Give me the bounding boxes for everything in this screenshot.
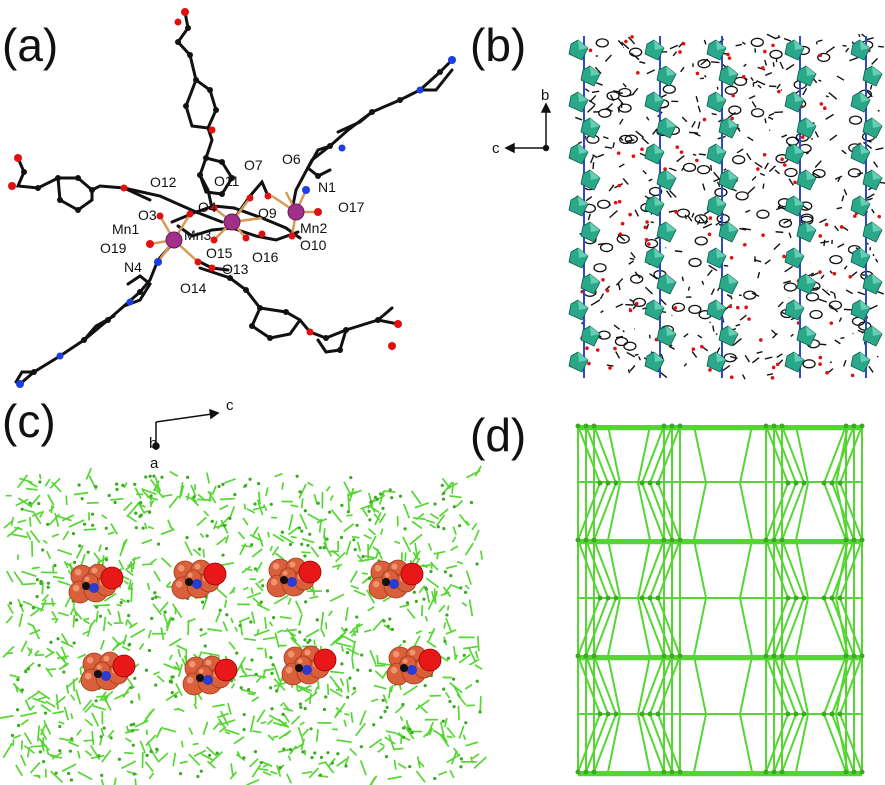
label-o11: O11 [214,173,240,189]
label-mn2: Mn2 [300,220,327,236]
carbon-atoms [21,25,443,375]
atom-labels: O12 O11 O7 O6 N1 O17 O9 O4 O3 Mn1 Mn3 Mn… [100,151,365,296]
label-o19: O19 [100,240,127,256]
label-mn3: Mn3 [184,227,211,243]
label-o4: O4 [198,199,217,215]
packing-lattice [568,33,885,380]
guest-molecules [68,557,442,696]
label-o17: O17 [338,199,365,215]
label-n1: N1 [318,179,336,195]
manganese-atoms [165,203,305,249]
label-o16: O16 [252,249,279,265]
label-o7: O7 [244,157,263,173]
panel-label-a: (a) [2,19,59,71]
label-mn1: Mn1 [112,221,139,237]
panel-label-c: (c) [2,395,56,447]
label-o3: O3 [138,207,157,223]
axis-c-label: c [226,397,234,414]
oxygen-atoms [8,8,402,350]
axis-c-label-b: c [492,140,500,157]
axis-a-label: a [150,455,159,472]
mn1-atom [165,231,183,249]
mn2-atom [287,203,305,221]
panel-label-b: (b) [470,19,527,71]
label-o14: O14 [180,280,207,296]
label-n4: N4 [124,259,142,275]
axis-b-label: b [541,87,549,104]
axes-c-indicator [152,408,220,450]
label-o13: O13 [222,261,249,277]
label-o15: O15 [206,245,233,261]
label-o6: O6 [282,151,301,167]
label-o9: O9 [258,205,277,221]
nitrogen-atoms [16,56,456,388]
mn3-atom [223,213,241,231]
panel-label-d: (d) [470,409,527,461]
topology-net [575,423,865,777]
axis-b-label-c: b [149,435,157,452]
label-o10: O10 [300,237,327,253]
axes-b-indicator [504,102,552,154]
label-o12: O12 [150,174,177,190]
